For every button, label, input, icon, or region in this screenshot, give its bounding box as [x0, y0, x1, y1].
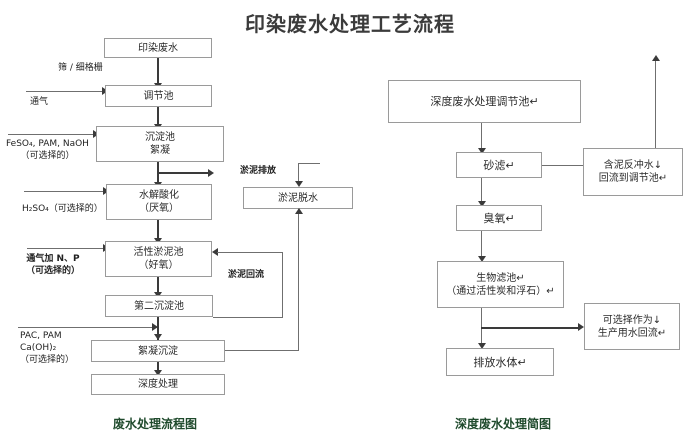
label-h2so4-dose: H₂SO₄（可选择的） — [22, 204, 103, 214]
box-activated-sludge-tank: 活性淤泥池 （好氧） — [105, 241, 212, 277]
box-production-water-reuse: 可选择作为↓ 生产用水回流↵ — [584, 303, 680, 350]
page-title: 印染废水处理工艺流程 — [245, 12, 455, 36]
box-backwash-return-label2: 回流到调节池↵ — [598, 173, 668, 184]
box-ozone: 臭氧↵ — [456, 205, 542, 231]
arrowhead-second-sediment-to-coagulation — [154, 334, 162, 340]
box-sand-filter: 砂滤↵ — [456, 152, 542, 178]
box-regulating-tank-label: 调节池 — [143, 90, 174, 102]
box-ozone-label: 臭氧↵ — [483, 211, 515, 225]
connector-ozone-to-biofilter — [481, 231, 482, 259]
box-advanced-regulating-tank-label: 深度废水处理调节池↵ — [430, 95, 539, 108]
connector-pac-pam-dose — [18, 327, 157, 328]
connector-backwash-riser — [655, 60, 656, 148]
arrowhead-advanced-regulating-to-sand-filter — [478, 148, 486, 154]
box-backwash-return-label: 含泥反冲水↓ — [603, 160, 663, 171]
arrowhead-coagulation-to-dewatering — [295, 208, 303, 214]
label-sludge-return: 淤泥回流 — [228, 270, 265, 280]
connector-sludge-corner-v — [298, 163, 299, 182]
connector-coagulation-to-advanced — [157, 362, 159, 373]
box-second-sedimentation-tank: 第二沉淀池 — [105, 295, 213, 317]
box-sand-filter-label: 砂滤↵ — [483, 158, 515, 172]
connector-coagulation-to-dewatering — [298, 209, 299, 351]
box-sedimentation-tank: 沉淀池 絮凝 — [96, 126, 224, 162]
box-sludge-dewatering-label: 淤泥脱水 — [278, 192, 318, 204]
connector-sludge-return-base — [213, 317, 283, 318]
connector-sediment-sludge-branch — [157, 172, 210, 174]
box-activated-sludge-tank-label: 活性淤泥池 — [133, 247, 184, 258]
connector-regulating-to-sediment — [157, 107, 159, 126]
box-discharge-water-body-label: 排放水体↵ — [473, 355, 527, 369]
box-discharge-water-body: 排放水体↵ — [446, 348, 554, 376]
caption-right-flowchart: 深度废水处理简图 — [455, 417, 552, 431]
arrowhead-sediment-sludge-branch — [208, 169, 214, 177]
connector-activated-to-second-sediment — [157, 277, 159, 294]
label-aeration-np-line1: 通气加 N、P — [26, 254, 80, 264]
box-sludge-dewatering: 淤泥脱水 — [243, 187, 353, 209]
box-second-sedimentation-tank-label: 第二沉淀池 — [134, 300, 184, 312]
connector-hydrolysis-to-activated — [157, 220, 159, 241]
label-feso4-dose-line1: FeSO₄, PAM, NaOH — [6, 139, 89, 149]
box-dyeing-wastewater: 印染废水 — [104, 38, 212, 58]
arrowhead-ozone-to-biofilter — [478, 256, 486, 262]
arrowhead-coagulation-to-advanced — [154, 370, 162, 376]
connector-second-sediment-to-coagulation — [157, 317, 159, 340]
connector-aeration-np-dose — [27, 248, 106, 249]
connector-sand-filter-to-ozone — [481, 178, 482, 204]
box-advanced-treatment-label: 深度处理 — [138, 379, 178, 390]
connector-sludge-return-riser — [282, 252, 283, 318]
connector-aeration-to-regulating — [26, 91, 105, 92]
box-dyeing-wastewater-label: 印染废水 — [138, 42, 178, 54]
box-regulating-tank: 调节池 — [105, 85, 212, 107]
box-biological-filter-label2: （通过活性炭和浮石）↵ — [446, 285, 555, 297]
label-sludge-discharge: 淤泥排放 — [240, 166, 277, 176]
connector-biofilter-to-reuse — [481, 327, 580, 329]
label-aeration-np: 通气加 N、P （可选择的） — [26, 253, 80, 277]
label-feso4-dose: FeSO₄, PAM, NaOH （可选择的） — [6, 138, 89, 162]
box-coagulation-sedimentation: 絮凝沉淀 — [91, 340, 225, 362]
connector-sand-filter-to-backwash — [542, 165, 583, 166]
box-advanced-regulating-tank: 深度废水处理调节池↵ — [388, 80, 581, 123]
caption-left-flowchart: 废水处理流程图 — [113, 417, 198, 431]
box-coagulation-sedimentation-label: 絮凝沉淀 — [138, 345, 178, 357]
arrowhead-sludge-to-dewatering — [295, 181, 303, 187]
box-sedimentation-tank-label2: 絮凝 — [150, 145, 170, 156]
label-pac-pam-dose: PAC, PAM Ca(OH)₂ （可选择的） — [20, 330, 74, 366]
box-biological-filter: 生物滤池↵ （通过活性炭和浮石）↵ — [437, 261, 564, 308]
connector-feso4-dose — [8, 134, 96, 135]
label-feso4-dose-line2: （可选择的） — [20, 151, 75, 161]
arrowhead-biofilter-to-discharge — [478, 343, 486, 349]
connector-h2so4-dose — [24, 191, 106, 192]
box-production-water-reuse-label2: 生产用水回流↵ — [597, 327, 667, 339]
arrowhead-biofilter-to-reuse — [578, 323, 584, 331]
label-aeration: 通气 — [30, 97, 49, 107]
arrowhead-backwash-riser — [652, 55, 660, 61]
connector-advanced-regulating-to-sand-filter — [481, 123, 482, 150]
label-pac-pam-dose-line3: （可选择的） — [20, 355, 75, 365]
box-advanced-treatment: 深度处理 — [91, 374, 225, 395]
box-activated-sludge-tank-label2: （好氧） — [138, 260, 179, 271]
box-hydrolysis-acidification-label2: （厌氧） — [139, 203, 179, 214]
box-hydrolysis-acidification: 水解酸化 （厌氧） — [106, 184, 212, 220]
label-screen-grate: 筛 / 细格栅 — [58, 63, 103, 73]
box-backwash-return: 含泥反冲水↓ 回流到调节池↵ — [583, 148, 683, 196]
arrowhead-sand-filter-to-ozone — [478, 201, 486, 207]
box-sedimentation-tank-label: 沉淀池 — [145, 132, 175, 143]
label-pac-pam-dose-line1: PAC, PAM — [20, 331, 62, 341]
box-production-water-reuse-label: 可选择作为↓ — [602, 314, 662, 326]
label-aeration-np-line2: （可选择的） — [26, 266, 81, 276]
connector-sludge-return-top — [217, 252, 283, 253]
box-hydrolysis-acidification-label: 水解酸化 — [139, 190, 179, 201]
arrowhead-sludge-return — [212, 248, 218, 256]
connector-sludge-corner-h — [298, 163, 320, 164]
box-biological-filter-label: 生物滤池↵ — [476, 272, 525, 284]
label-pac-pam-dose-line2: Ca(OH)₂ — [20, 343, 57, 353]
arrowhead-pac-pam-dose — [152, 323, 158, 331]
connector-wastewater-to-regulating — [157, 58, 159, 84]
connector-coagulation-riser-base — [224, 350, 299, 351]
